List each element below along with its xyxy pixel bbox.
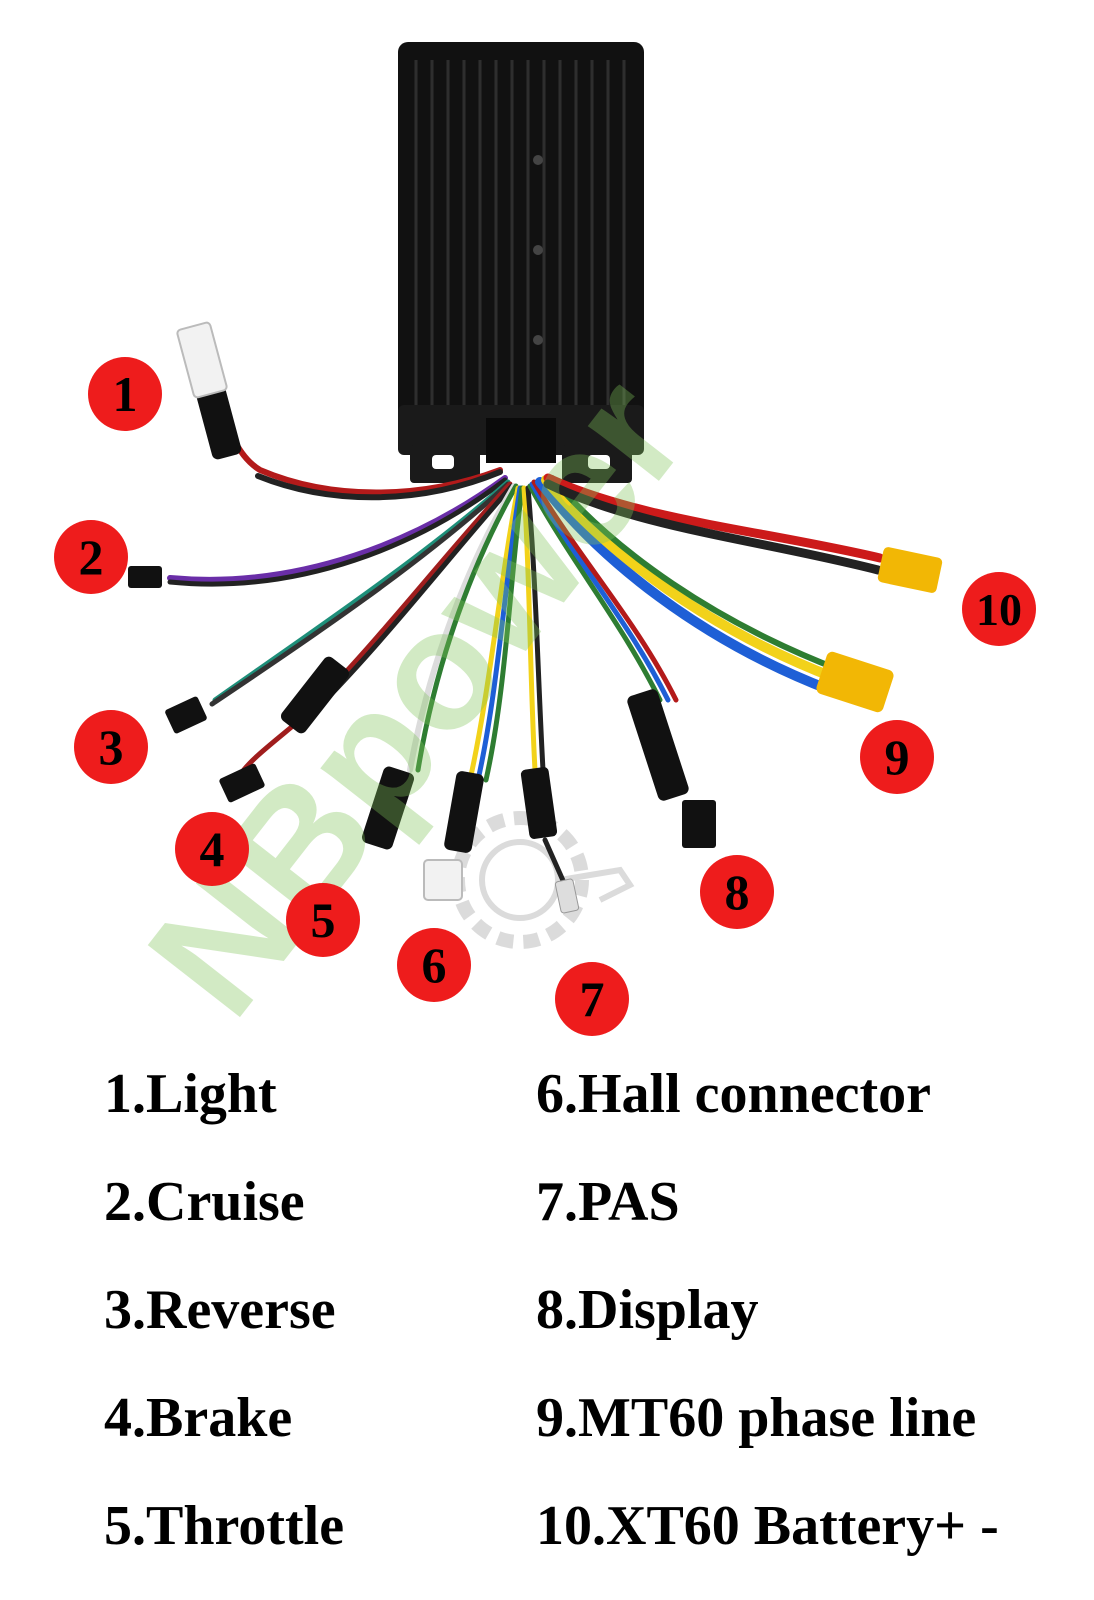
callout-1: 1: [88, 357, 162, 431]
callout-6: 6: [397, 928, 471, 1002]
legend-item-xt60-battery: 10.XT60 Battery+ -: [536, 1495, 999, 1557]
controller-box: [398, 42, 644, 483]
legend-item-pas: 7.PAS: [536, 1171, 680, 1233]
legend-item-brake: 4.Brake: [104, 1387, 293, 1449]
callout-3: 3: [74, 710, 148, 784]
legend-item-hall-connector: 6.Hall connector: [536, 1063, 932, 1125]
legend-item-display: 8.Display: [536, 1279, 759, 1341]
callout-4: 4: [175, 812, 249, 886]
callout-2: 2: [54, 520, 128, 594]
callout-7: 7: [555, 962, 629, 1036]
legend-item-cruise: 2.Cruise: [104, 1171, 305, 1233]
callout-9: 9: [860, 720, 934, 794]
callout-5: 5: [286, 883, 360, 957]
wire-harness: [128, 321, 943, 914]
legend-item-light: 1.Light: [104, 1063, 277, 1125]
legend-item-mt60-phase-line: 9.MT60 phase line: [536, 1387, 977, 1449]
legend-item-throttle: 5.Throttle: [104, 1495, 345, 1557]
legend-left-column: 1.Light 2.Cruise 3.Reverse 4.Brake 5.Thr…: [104, 1040, 344, 1580]
callout-8: 8: [700, 855, 774, 929]
legend-item-reverse: 3.Reverse: [104, 1279, 336, 1341]
legend-right-column: 6.Hall connector 7.PAS 8.Display 9.MT60 …: [536, 1040, 999, 1580]
controller-diagram: [128, 42, 943, 949]
callout-10: 10: [962, 572, 1036, 646]
